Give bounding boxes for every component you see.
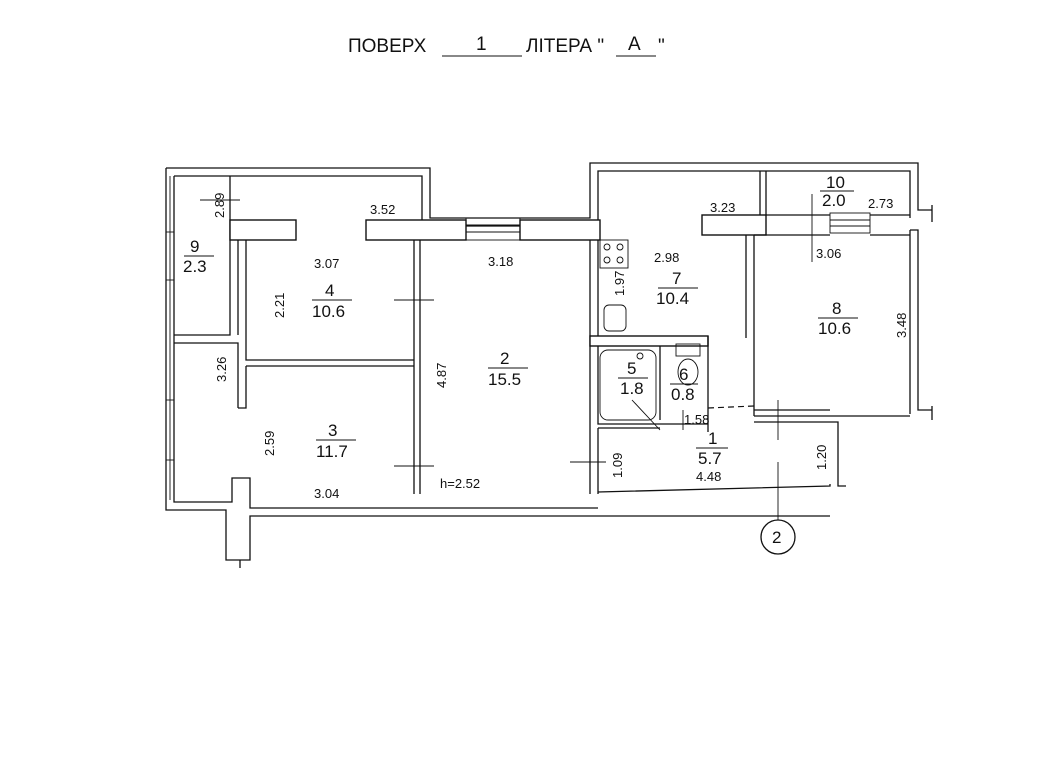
dim-3-23: 3.23: [710, 200, 735, 215]
room-6-label: 6 0.8: [670, 365, 698, 404]
svg-text:10.6: 10.6: [818, 319, 851, 338]
room-10-label: 10 2.0: [820, 173, 854, 210]
dim-3-04: 3.04: [314, 486, 339, 501]
room-1-label: 1 5.7: [696, 429, 728, 468]
letter-close: ": [658, 36, 665, 57]
svg-text:15.5: 15.5: [488, 370, 521, 389]
dim-2-98: 2.98: [654, 250, 679, 265]
floor-value: 1: [476, 34, 487, 55]
dim-1-97: 1.97: [612, 271, 627, 296]
dim-2-89: 2.89: [212, 193, 227, 218]
letter-label: ЛІТЕРА ": [526, 36, 604, 57]
interior-walls: [174, 171, 910, 520]
dim-3-06: 3.06: [816, 246, 841, 261]
dim-4-48: 4.48: [696, 469, 721, 484]
room-3-label: 3 11.7: [316, 421, 356, 461]
svg-text:7: 7: [672, 269, 681, 288]
dim-3-18: 3.18: [488, 254, 513, 269]
room-5-label: 5 1.8: [618, 359, 648, 398]
svg-text:10.4: 10.4: [656, 289, 689, 308]
svg-text:2.0: 2.0: [822, 191, 846, 210]
svg-text:2.3: 2.3: [183, 257, 207, 276]
svg-text:0.8: 0.8: [671, 385, 695, 404]
room-7-label: 7 10.4: [656, 269, 698, 308]
svg-text:10.6: 10.6: [312, 302, 345, 321]
room-2-label: 2 15.5: [488, 349, 528, 389]
dim-3-07: 3.07: [314, 256, 339, 271]
svg-text:5: 5: [627, 359, 636, 378]
dim-1-09: 1.09: [610, 453, 625, 478]
svg-text:5.7: 5.7: [698, 449, 722, 468]
svg-text:8: 8: [832, 299, 841, 318]
plan-header: ПОВЕРХ 1 ЛІТЕРА " А ": [348, 34, 665, 57]
svg-text:4: 4: [325, 281, 334, 300]
dim-2-21: 2.21: [272, 293, 287, 318]
dim-2-73: 2.73: [868, 196, 893, 211]
axis-marker: 2: [760, 519, 796, 555]
dim-1-20: 1.20: [814, 445, 829, 470]
svg-text:11.7: 11.7: [316, 442, 348, 461]
dim-1-58: 1.58: [684, 412, 709, 427]
svg-text:1: 1: [708, 429, 717, 448]
axis-marker-label: 2: [772, 528, 781, 547]
svg-text:10: 10: [826, 173, 845, 192]
svg-text:6: 6: [679, 365, 688, 384]
room-labels: 9 2.3 4 10.6 3 11.7 2 15.5 7 10.4 8 10.6: [183, 173, 858, 468]
svg-text:2: 2: [500, 349, 509, 368]
dim-4-87: 4.87: [434, 363, 449, 388]
dim-3-52: 3.52: [370, 202, 395, 217]
letter-value: А: [628, 34, 641, 55]
room-8-label: 8 10.6: [818, 299, 858, 338]
floor-label: ПОВЕРХ: [348, 36, 427, 57]
dim-3-48: 3.48: [894, 313, 909, 338]
dim-3-26: 3.26: [214, 357, 229, 382]
dim-2-59: 2.59: [262, 431, 277, 456]
room-9-label: 9 2.3: [183, 237, 214, 276]
dimension-labels: 2.89 3.52 3.07 2.21 3.18 4.87 3.26 2.59 …: [212, 193, 909, 501]
exterior-walls: [165, 162, 933, 568]
dim-h-2-52: h=2.52: [440, 476, 480, 491]
room-4-label: 4 10.6: [312, 281, 352, 321]
svg-text:3: 3: [328, 421, 337, 440]
svg-text:1.8: 1.8: [620, 379, 644, 398]
svg-text:9: 9: [190, 237, 199, 256]
